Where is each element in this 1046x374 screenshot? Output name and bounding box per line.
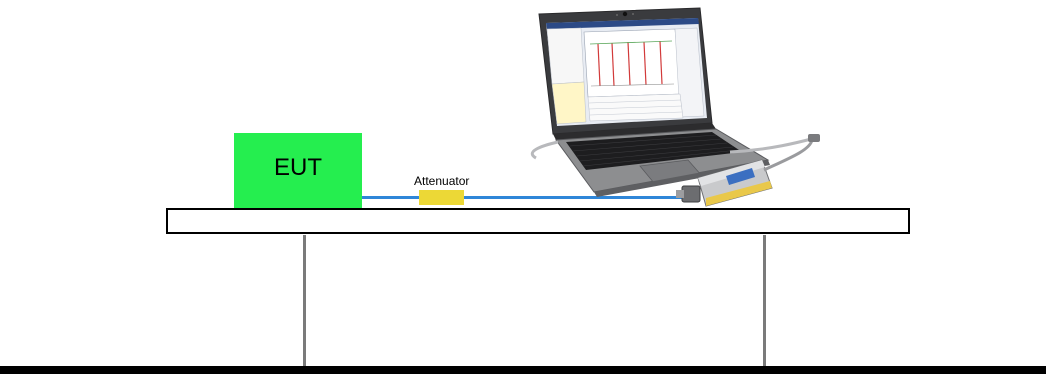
attenuator-block: [419, 190, 464, 205]
eut-box: EUT: [234, 133, 362, 208]
cable-attenuator-to-sensor: [463, 196, 685, 199]
attenuator-label: Attenuator: [414, 174, 470, 188]
table-leg-left: [303, 235, 306, 366]
table-leg-right: [763, 235, 766, 366]
laptop-icon: [530, 7, 816, 197]
power-sensor-icon: [676, 134, 820, 207]
table-top: [166, 208, 910, 234]
eut-label: EUT: [274, 153, 322, 181]
floor-line: [0, 366, 1046, 374]
cable-eut-to-attenuator: [362, 196, 420, 199]
